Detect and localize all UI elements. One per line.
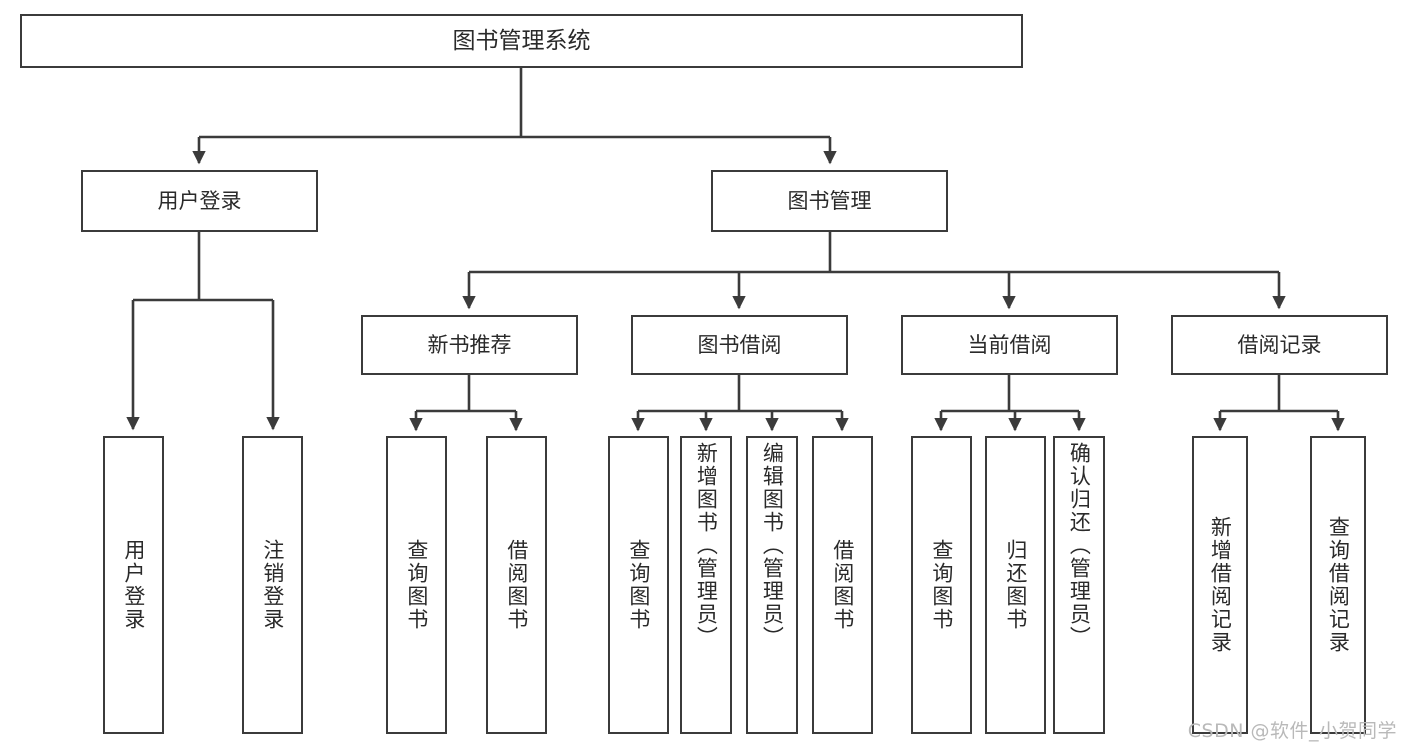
- node-leaf-query-record-label: 查询借阅记录: [1326, 516, 1351, 654]
- node-leaf-add-book-label: 新增图书（管理员）: [694, 442, 719, 649]
- node-root[interactable]: 图书管理系统: [20, 14, 1023, 68]
- node-leaf-add-record-label: 新增借阅记录: [1208, 516, 1233, 654]
- node-new-book-rec-label: 新书推荐: [427, 332, 512, 357]
- node-current-borrow-label: 当前借阅: [967, 332, 1052, 357]
- node-leaf-add-record[interactable]: 新增借阅记录: [1192, 436, 1248, 734]
- node-book-mgmt-label: 图书管理: [787, 188, 872, 213]
- node-leaf-confirm-return[interactable]: 确认归还（管理员）: [1053, 436, 1105, 734]
- node-leaf-borrow-book-2-label: 借阅图书: [830, 539, 855, 631]
- node-leaf-borrow-book-2[interactable]: 借阅图书: [812, 436, 873, 734]
- node-borrow-record-label: 借阅记录: [1237, 332, 1322, 357]
- node-leaf-borrow-book-1[interactable]: 借阅图书: [486, 436, 547, 734]
- node-borrow-record[interactable]: 借阅记录: [1171, 315, 1388, 375]
- node-leaf-query-record[interactable]: 查询借阅记录: [1310, 436, 1366, 734]
- node-leaf-query-book-1-label: 查询图书: [404, 539, 429, 631]
- node-root-label: 图书管理系统: [452, 27, 591, 54]
- node-leaf-user-login[interactable]: 用户登录: [103, 436, 164, 734]
- node-user-login-label: 用户登录: [157, 188, 242, 213]
- node-leaf-query-book-2-label: 查询图书: [626, 539, 651, 631]
- node-leaf-logout-label: 注销登录: [260, 539, 285, 631]
- node-leaf-edit-book[interactable]: 编辑图书（管理员）: [746, 436, 798, 734]
- node-leaf-add-book[interactable]: 新增图书（管理员）: [680, 436, 732, 734]
- node-leaf-query-book-2[interactable]: 查询图书: [608, 436, 669, 734]
- watermark: CSDN @软件_小贺同学: [1187, 720, 1397, 742]
- node-user-login[interactable]: 用户登录: [81, 170, 318, 232]
- node-book-mgmt[interactable]: 图书管理: [711, 170, 948, 232]
- node-book-borrow-label: 图书借阅: [697, 332, 782, 357]
- node-leaf-return-book-label: 归还图书: [1003, 539, 1028, 631]
- node-leaf-logout[interactable]: 注销登录: [242, 436, 303, 734]
- node-new-book-rec[interactable]: 新书推荐: [361, 315, 578, 375]
- node-leaf-edit-book-label: 编辑图书（管理员）: [760, 442, 785, 649]
- node-leaf-return-book[interactable]: 归还图书: [985, 436, 1046, 734]
- node-leaf-query-book-1[interactable]: 查询图书: [386, 436, 447, 734]
- node-book-borrow[interactable]: 图书借阅: [631, 315, 848, 375]
- node-leaf-query-book-3-label: 查询图书: [929, 539, 954, 631]
- node-leaf-user-login-label: 用户登录: [121, 539, 146, 631]
- node-current-borrow[interactable]: 当前借阅: [901, 315, 1118, 375]
- node-leaf-confirm-return-label: 确认归还（管理员）: [1067, 442, 1092, 649]
- node-leaf-borrow-book-1-label: 借阅图书: [504, 539, 529, 631]
- node-leaf-query-book-3[interactable]: 查询图书: [911, 436, 972, 734]
